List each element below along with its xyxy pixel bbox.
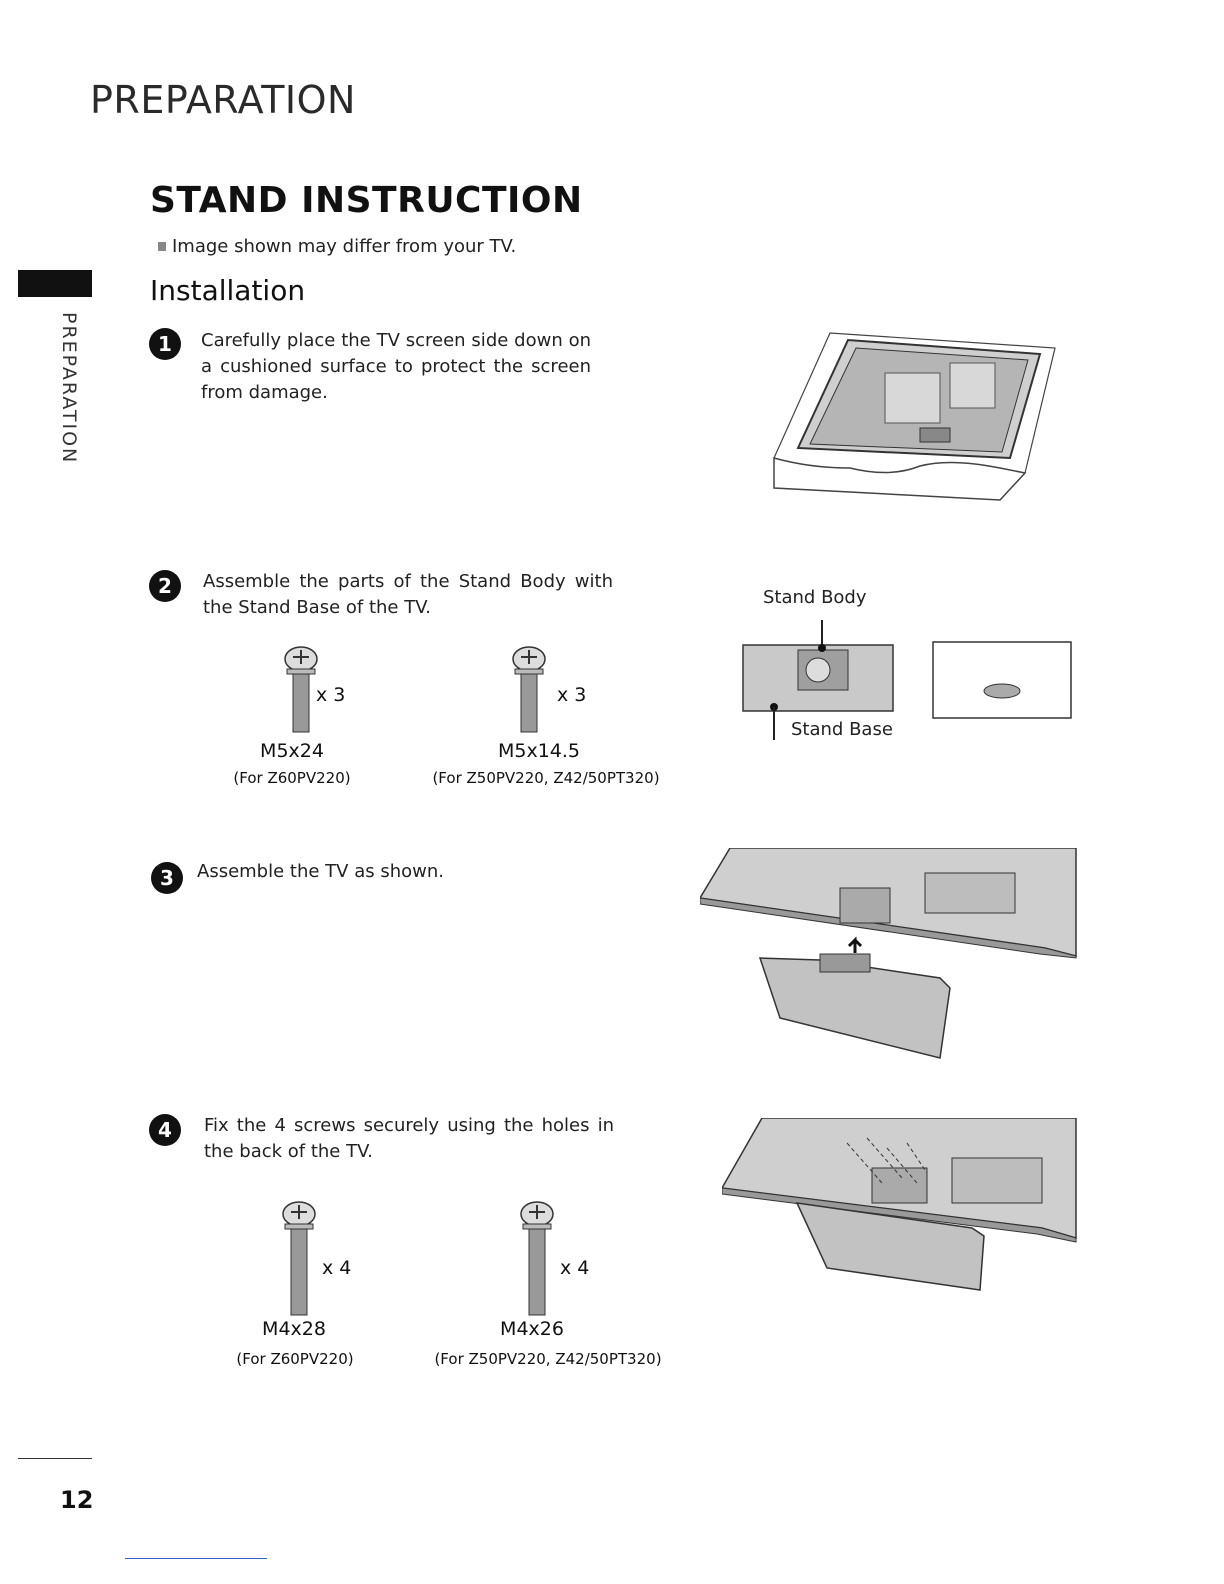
screw-icon — [506, 645, 552, 735]
step-3-text: Assemble the TV as shown. — [197, 859, 597, 885]
screw-quantity: x 4 — [560, 1257, 589, 1279]
step-1-number: 1 — [149, 328, 181, 360]
stand-base-label: Stand Base — [791, 719, 893, 740]
screw-quantity: x 4 — [322, 1257, 351, 1279]
footer-rule — [125, 1558, 267, 1559]
screw-model-note: (For Z50PV220, Z42/50PT320) — [398, 1350, 698, 1368]
screw-quantity: x 3 — [557, 684, 586, 706]
screw-quantity: x 3 — [316, 684, 345, 706]
page-number: 12 — [60, 1486, 93, 1514]
section-tab-marker — [18, 270, 92, 297]
step-3-number: 3 — [151, 862, 183, 894]
screw-size-label: M4x26 — [422, 1318, 642, 1340]
side-section-label: PREPARATION — [58, 312, 80, 464]
screw-size-label: M4x28 — [184, 1318, 404, 1340]
bullet-icon — [158, 242, 166, 251]
image-note-text: Image shown may differ from your TV. — [172, 236, 516, 257]
screw-icon — [514, 1200, 560, 1318]
step-2-text: Assemble the parts of the Stand Body wit… — [203, 569, 613, 621]
tv-face-down-illustration — [770, 318, 1060, 508]
screw-model-note: (For Z50PV220, Z42/50PT320) — [396, 769, 696, 787]
screw-icon — [276, 1200, 322, 1318]
page-header-title: PREPARATION — [90, 78, 356, 122]
step-4-number: 4 — [149, 1114, 181, 1146]
image-note: Image shown may differ from your TV. — [158, 236, 516, 257]
screw-size-label: M5x24 — [182, 740, 402, 762]
stand-body-label: Stand Body — [763, 587, 867, 608]
step-2-number: 2 — [149, 570, 181, 602]
tv-screw-fixing-illustration — [722, 1118, 1078, 1293]
section-title: STAND INSTRUCTION — [150, 180, 583, 221]
page-number-rule — [18, 1458, 92, 1459]
subsection-title: Installation — [150, 274, 305, 307]
step-1-text: Carefully place the TV screen side down … — [201, 328, 591, 406]
step-4-text: Fix the 4 screws securely using the hole… — [204, 1113, 614, 1165]
tv-stand-attach-illustration — [700, 848, 1078, 1063]
screw-size-label: M5x14.5 — [429, 740, 649, 762]
